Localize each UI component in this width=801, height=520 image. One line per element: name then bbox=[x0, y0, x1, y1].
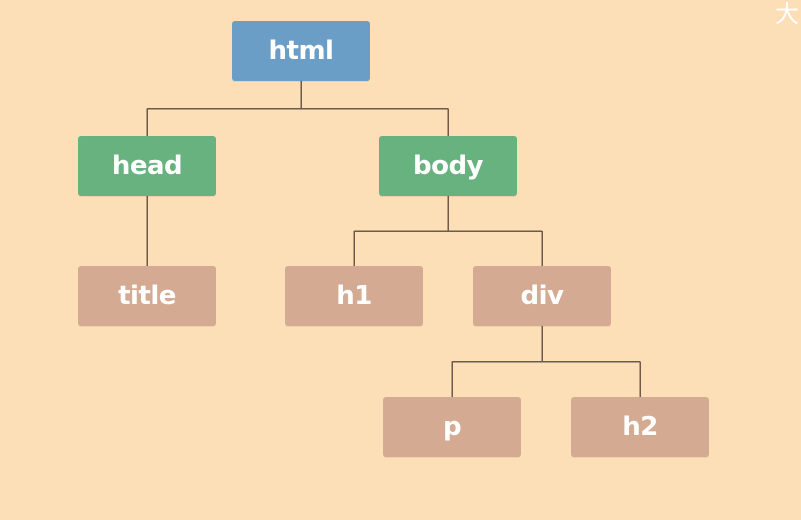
node-head: head bbox=[78, 136, 216, 196]
node-p: p bbox=[383, 397, 521, 457]
node-div: div bbox=[473, 266, 611, 326]
node-h1: h1 bbox=[285, 266, 423, 326]
connector-group-html bbox=[146, 81, 449, 136]
corner-character: 大 bbox=[775, 2, 799, 26]
node-h2: h2 bbox=[571, 397, 709, 457]
node-body: body bbox=[379, 136, 517, 196]
connector-group-body bbox=[353, 196, 543, 266]
connector-group-div bbox=[451, 326, 641, 397]
node-title: title bbox=[78, 266, 216, 326]
node-html: html bbox=[232, 21, 370, 81]
